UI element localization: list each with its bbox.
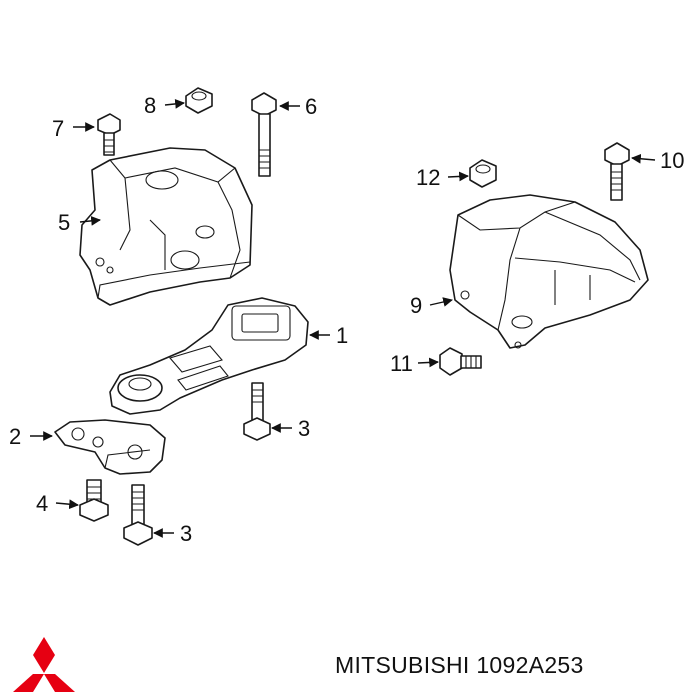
part-1-torque-rod — [109, 297, 309, 415]
logo-diamond-left — [13, 674, 44, 692]
callout-3-upper: 3 — [298, 416, 310, 441]
callout-5: 5 — [58, 210, 70, 235]
callout-6: 6 — [305, 94, 317, 119]
mitsubishi-three-diamond-logo — [13, 637, 75, 692]
bolt-4 — [79, 479, 109, 522]
caption-part-number: 1092A253 — [476, 652, 584, 678]
bolt-10 — [604, 142, 630, 201]
part-5-mount-body — [79, 147, 253, 306]
bolt-6 — [251, 92, 277, 177]
callout-4: 4 — [36, 491, 48, 516]
bolt-3-lower — [123, 484, 153, 546]
nut-8 — [185, 87, 213, 114]
callout-7: 7 — [52, 116, 64, 141]
callout-8: 8 — [144, 93, 156, 118]
leader-lines — [30, 99, 656, 538]
callout-3-lower: 3 — [180, 521, 192, 546]
callout-10: 10 — [660, 148, 684, 173]
bolt-3-upper — [243, 382, 271, 441]
nut-12 — [469, 159, 497, 188]
callout-11: 11 — [390, 351, 413, 376]
callout-2: 2 — [9, 424, 21, 449]
logo-diamond-top — [33, 637, 55, 673]
callout-12: 12 — [416, 165, 440, 190]
part-2-bracket-plate — [54, 419, 166, 475]
callout-9: 9 — [410, 293, 422, 318]
bolt-11 — [439, 347, 482, 376]
callout-labels: 7 8 6 5 1 3 2 4 3 9 10 12 11 — [9, 93, 684, 546]
part-9-transmission-mount — [449, 194, 649, 349]
logo-diamond-right — [44, 674, 75, 692]
callout-1: 1 — [336, 323, 348, 348]
caption-brand: MITSUBISHI — [335, 652, 470, 678]
bolt-7 — [97, 113, 121, 156]
part-caption: MITSUBISHI 1092A253 — [335, 652, 675, 679]
